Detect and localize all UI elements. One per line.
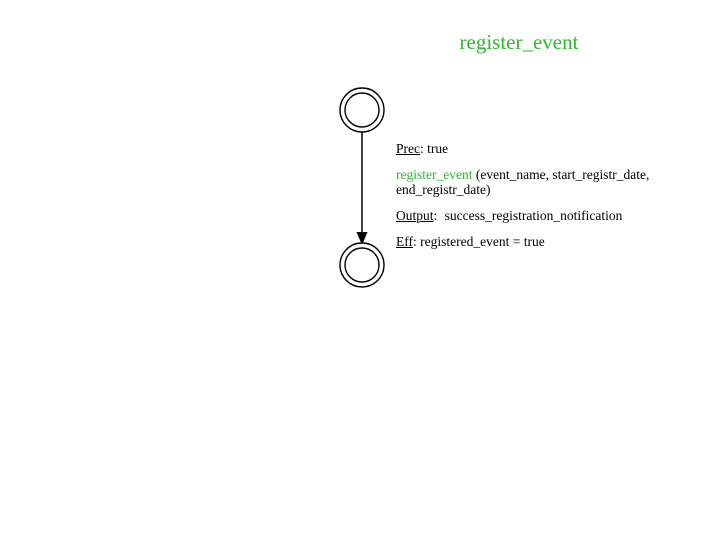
precondition-separator: :	[420, 141, 424, 156]
initial-node-outer-circle	[339, 87, 385, 133]
output-line: Output: success_registration_notificatio…	[396, 208, 676, 223]
signature-operation-name: register_event	[396, 167, 473, 182]
final-node-inner-circle	[344, 247, 380, 283]
precondition-line: Prec: true	[396, 141, 676, 156]
signature-params: event_name, start_registr_date, end_regi…	[396, 167, 650, 197]
initial-node	[339, 87, 385, 133]
effect-label: Eff	[396, 234, 413, 249]
operation-spec-block: Prec: true register_event (event_name, s…	[396, 141, 676, 249]
signature-line: register_event (event_name, start_regist…	[396, 167, 668, 197]
final-node-outer-circle	[339, 242, 385, 288]
effect-separator: :	[413, 234, 417, 249]
precondition-label: Prec	[396, 141, 420, 156]
transition-edge	[356, 132, 368, 245]
signature-open-paren: (	[475, 167, 481, 182]
effect-line: Eff: registered_event = true	[396, 234, 676, 249]
output-value: success_registration_notification	[444, 208, 623, 223]
output-separator: :	[433, 208, 438, 223]
effect-value: registered_event = true	[420, 234, 545, 249]
signature-close-paren: )	[485, 182, 491, 197]
output-label: Output	[396, 208, 434, 223]
transition-arrowhead-icon	[356, 232, 368, 245]
final-node	[339, 242, 385, 288]
initial-node-inner-circle	[344, 92, 380, 128]
page-title: register_event	[459, 30, 579, 54]
precondition-value: true	[427, 141, 449, 156]
